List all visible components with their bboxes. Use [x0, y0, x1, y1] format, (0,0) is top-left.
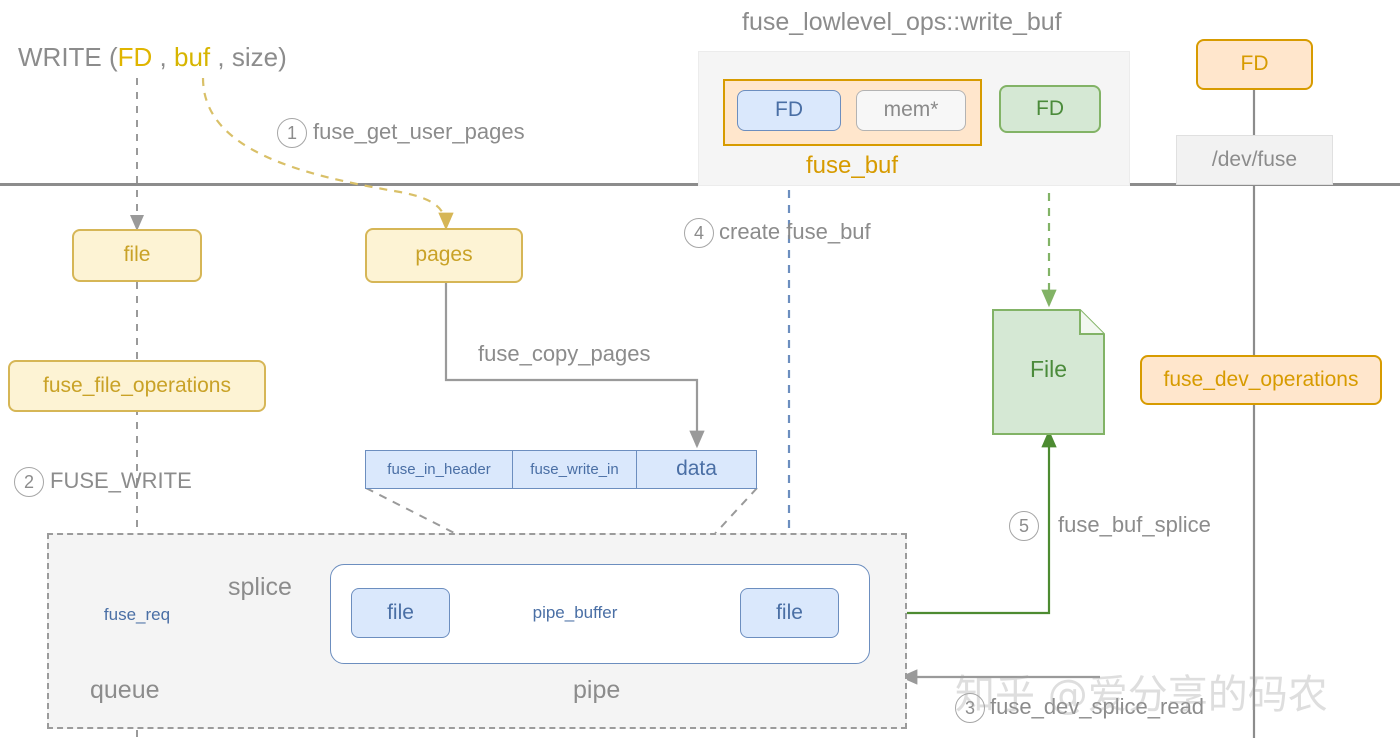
fuse-request-packet: fuse_in_header fuse_write_in data — [365, 450, 757, 489]
node-dev-fuse: /dev/fuse — [1176, 135, 1333, 185]
step-3-label: fuse_dev_splice_read — [990, 694, 1205, 719]
write-arg-fd: FD — [117, 42, 153, 72]
edge-fuse-copy-pages — [444, 283, 705, 449]
write-arg-size: size) — [231, 42, 287, 72]
pipe-label: pipe — [573, 676, 621, 704]
top-panel-title: fuse_lowlevel_ops::write_buf — [742, 8, 1062, 36]
node-file-document-label: File — [1029, 355, 1068, 382]
step-1-badge: 1 — [277, 118, 307, 148]
edge-label-fuse-copy-pages: fuse_copy_pages — [478, 341, 651, 366]
node-pages[interactable]: pages — [365, 228, 523, 283]
write-arg-buf: buf — [174, 42, 211, 72]
node-mem-pointer[interactable]: mem* — [856, 90, 966, 131]
step-2-badge: 2 — [14, 467, 44, 497]
node-pipe-file-in[interactable]: file — [351, 588, 450, 638]
step-1-label: fuse_get_user_pages — [313, 119, 525, 144]
node-pipe-file-out[interactable]: file — [740, 588, 839, 638]
packet-cell-fuse-write-in[interactable]: fuse_write_in — [513, 450, 637, 489]
edge-fuse-buf-splice — [845, 429, 1057, 615]
node-fuse-file-operations[interactable]: fuse_file_operations — [8, 360, 266, 412]
node-fuse-dev-operations[interactable]: fuse_dev_operations — [1140, 355, 1382, 405]
watermark: 知乎 @爱分享的码农 — [955, 672, 1328, 718]
file-document-shape — [992, 309, 1105, 435]
edge-label-splice: splice — [228, 573, 292, 601]
step-4-badge: 4 — [684, 218, 714, 248]
fuse-buf-label: fuse_buf — [806, 152, 899, 179]
node-pipe-buffer-label: pipe_buffer — [532, 603, 618, 623]
step-5-label: fuse_buf_splice — [1058, 512, 1211, 537]
node-fuse-buf-fd[interactable]: FD — [737, 90, 841, 131]
packet-cell-data[interactable]: data — [637, 450, 757, 489]
write-sep-1: , — [152, 42, 174, 72]
step-4-label: create fuse_buf — [719, 219, 871, 244]
write-sep-2: , — [210, 42, 232, 72]
write-prefix: WRITE ( — [18, 42, 118, 72]
node-dev-fd[interactable]: FD — [1196, 39, 1313, 90]
node-file-left[interactable]: file — [72, 229, 202, 282]
packet-cell-fuse-in-header[interactable]: fuse_in_header — [365, 450, 513, 489]
queue-label: queue — [90, 676, 160, 704]
write-signature: WRITE (FD , buf , size) — [18, 42, 287, 73]
step-5-badge: 5 — [1009, 511, 1039, 541]
edge-buf-to-pages — [201, 77, 454, 231]
step-2-label: FUSE_WRITE — [50, 468, 192, 493]
node-fuse-req: fuse_req — [103, 605, 171, 625]
step-3-badge: 3 — [955, 693, 985, 723]
node-green-fd[interactable]: FD — [999, 85, 1101, 133]
